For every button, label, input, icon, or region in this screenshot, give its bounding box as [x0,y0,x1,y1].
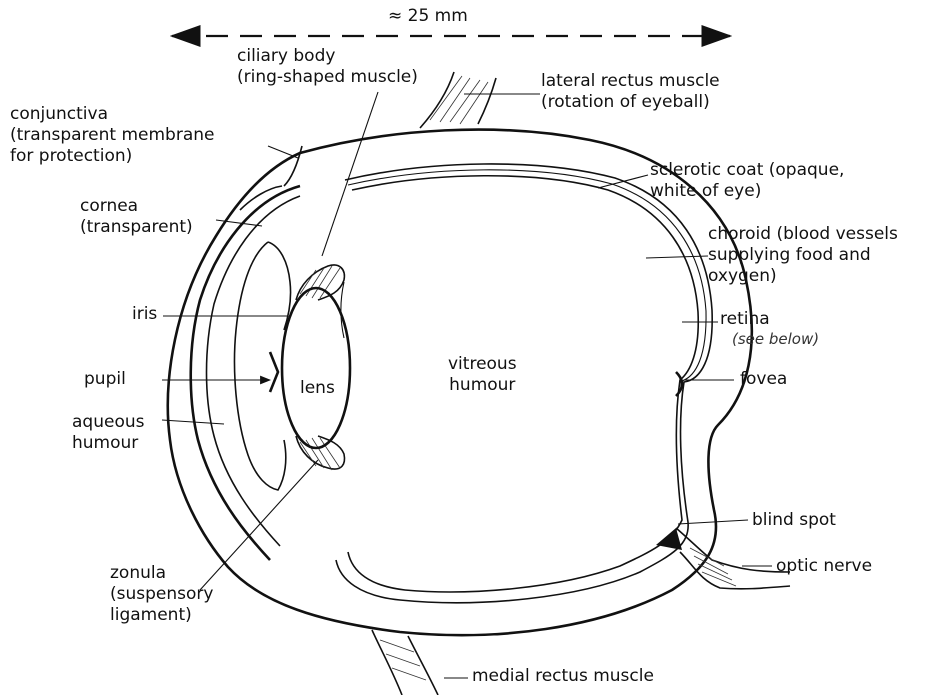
medial-rectus-muscle [372,630,438,695]
iris-outline [235,242,286,490]
label-pupil: pupil [84,369,126,390]
label-sclerotic-coat: sclerotic coat (opaque, white of eye) [650,160,844,202]
label-retina: retina [720,309,770,330]
label-vitreous-humour: vitreous humour [448,354,517,396]
label-lateral-rectus: lateral rectus muscle (rotation of eyeba… [541,71,720,113]
label-choroid: choroid (blood vessels supplying food an… [708,224,898,287]
label-cornea: cornea (transparent) [80,196,193,238]
label-zonula: zonula (suspensory ligament) [110,563,213,626]
label-fovea: fovea [740,369,787,390]
label-medial-rectus: medial rectus muscle [472,666,654,687]
lateral-rectus-muscle [420,72,496,128]
label-iris: iris [132,304,157,325]
blind-spot-mark [656,528,682,550]
label-retina-note: (see below) [732,329,819,350]
label-aqueous-humour: aqueous humour [72,412,144,454]
lens-outline [282,288,350,448]
label-blind-spot: blind spot [752,510,836,531]
scale-label: ≈ 25 mm [388,6,468,27]
choroid-outline [336,164,712,603]
label-ciliary-body: ciliary body (ring-shaped muscle) [237,46,418,88]
label-conjunctiva: conjunctiva (transparent membrane for pr… [10,104,214,167]
label-optic-nerve: optic nerve [776,556,872,577]
ciliary-body [296,265,344,470]
label-lens: lens [300,378,335,399]
optic-nerve-bundle [676,528,790,589]
pupil-mark [270,352,278,392]
retina-outline [348,176,698,592]
